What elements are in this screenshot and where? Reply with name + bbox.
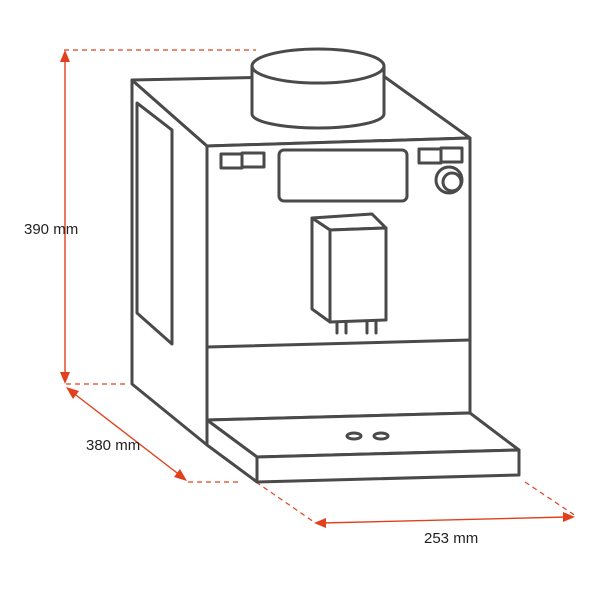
dimension-arrows: [60, 50, 575, 528]
width-arrow-start-icon: [314, 518, 326, 528]
depth-dimension-label: 380 mm: [86, 437, 141, 454]
dimension-guides: [64, 49, 577, 523]
left-button-2: [240, 151, 266, 169]
depth-arrow-end-icon: [174, 469, 187, 481]
width-right-guide: [524, 481, 577, 517]
spout-front: [328, 226, 388, 324]
width-arrow-end-icon: [563, 512, 575, 522]
width-left-guide: [255, 481, 315, 523]
coffee-spout: [310, 212, 388, 335]
width-arrow-line: [321, 516, 568, 524]
tray-hole-right: [372, 431, 390, 441]
height-arrow-bottom-icon: [60, 372, 70, 384]
hopper-lid: [250, 47, 386, 85]
depth-arrow-start-icon: [66, 387, 79, 399]
spout-nozzle-left: [335, 320, 348, 335]
front-divider: [205, 338, 472, 349]
tray-side: [205, 418, 259, 484]
tray-hole-left: [345, 431, 363, 441]
bean-hopper: [250, 47, 386, 130]
left-button-group: [219, 151, 266, 170]
coffee-machine-outline-icon: [130, 47, 521, 484]
rotary-knob-icon: [434, 165, 464, 195]
drip-tray: [205, 411, 521, 484]
height-dimension-label: 390 mm: [24, 221, 79, 238]
tray-front: [255, 448, 521, 484]
width-dimension-label: 253 mm: [424, 530, 479, 547]
side-window: [135, 101, 174, 346]
display-screen: [277, 148, 409, 203]
right-button-2: [439, 146, 464, 164]
spout-nozzle-right: [365, 320, 378, 335]
height-arrow-top-icon: [60, 50, 70, 62]
right-button-group: [417, 146, 464, 165]
knob-inner: [441, 171, 463, 193]
depth-arrow-line: [71, 391, 182, 477]
spout-side: [310, 216, 332, 324]
